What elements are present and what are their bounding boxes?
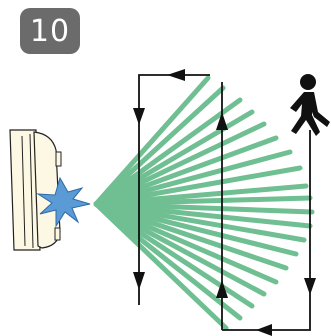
arrow-head-left-bottom (256, 324, 272, 336)
beam-ray (93, 121, 267, 207)
beam-ray (93, 201, 307, 243)
beam-ray (93, 75, 211, 207)
arrow-bottom-right-path (222, 130, 311, 331)
motion-path-arrows (133, 69, 316, 336)
beam-ray (93, 201, 229, 331)
arrow-head-down-1 (133, 108, 145, 125)
beam-ray (93, 85, 226, 207)
beam-ray (93, 201, 289, 271)
walking-person-icon (290, 74, 330, 136)
beam-ray (93, 135, 279, 207)
beam-ray (93, 201, 255, 309)
motion-detector-icon (9, 129, 62, 251)
arrow-head-up-2 (216, 280, 228, 298)
step-number-badge: 10 (20, 8, 80, 54)
arrow-head-down-right (304, 278, 316, 295)
beam-ray (93, 201, 243, 321)
arrow-top-left-path (138, 74, 210, 305)
beam-ray (93, 201, 279, 285)
beam-ray (93, 165, 303, 207)
arrow-head-left (167, 69, 185, 81)
arrow-head-up-1 (216, 112, 228, 130)
sensor-flash-icon (36, 176, 91, 228)
beam-ray (93, 149, 293, 207)
detection-beam-fan (93, 75, 315, 331)
arrow-head-down-2 (133, 272, 145, 290)
beam-ray (93, 201, 299, 257)
beam-ray (93, 201, 267, 297)
beam-ray (93, 97, 243, 207)
